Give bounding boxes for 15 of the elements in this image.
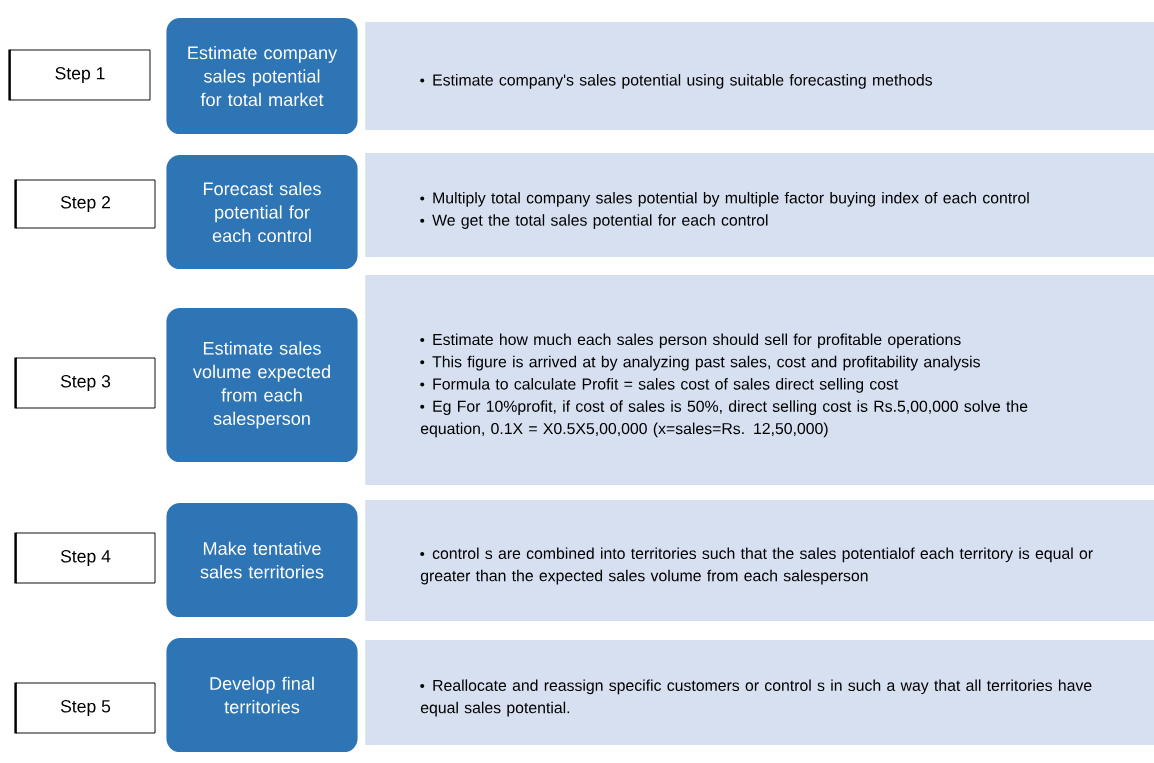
step-box: Step 1 [8,49,151,101]
process-box: Develop final territories [160,632,364,758]
step-box: Step 3 [14,357,156,409]
bullet-panel: Multiply total company sales potential by multiple factor buying index of each control We get the total sales potential for each control [365,153,1154,257]
step-box: Step 2 [14,179,156,229]
bullet-panel: Reallocate and reassign specific customers or control s in such a way that all territories have equal sales potential. [365,640,1154,745]
process-box: Make tentative sales territories [160,497,364,623]
step-box: Step 4 [14,532,156,584]
bullet-panel: Estimate how much each sales person should sell for profitable operations This figure is arrived at by analyzing past sales, cost and profitability analysis Formula to calculate Profit = sales cost of sales direct selling cost Eg For 10%profit, if cost of sales is 50%, direct selling cost is Rs.5,00,000 solve the equation, 0.1X = X0.5X5,00,000 (x=sales=Rs. 12,50,000) [365,275,1154,485]
bullet-panel: control s are combined into territories such that the sales potentialof each territory is equal or greater than the expected sales volume from each salesperson [365,500,1154,621]
bullet-panel: Estimate company's sales potential using suitable forecasting methods [365,22,1154,130]
process-box: Estimate company sales potential for total market [160,12,364,140]
process-box: Forecast sales potential for each control [160,149,364,275]
step-box: Step 5 [14,682,156,734]
process-box: Estimate sales volume expected from each salesperson [160,302,364,468]
